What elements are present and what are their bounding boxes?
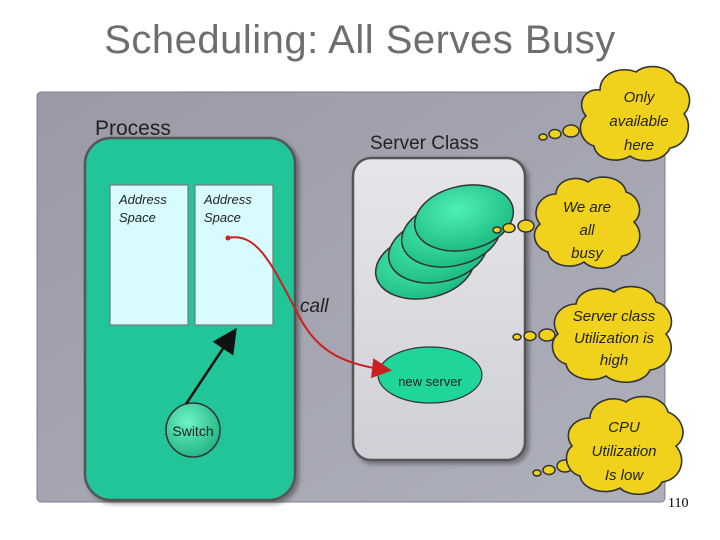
bubble-2-text: We are all busy (536, 196, 638, 265)
bubble-4-line-2: Utilization (591, 443, 657, 460)
switch-node (165, 402, 221, 458)
bubble-2-line-2: all (579, 222, 595, 239)
bubble-1-line-2: available (609, 113, 669, 130)
process-label: Process (95, 117, 171, 140)
bubble-3-line-2: Utilization is (573, 330, 655, 347)
bubble-4-line-1: CPU (608, 419, 640, 436)
address-space-1-label: Address Space (119, 191, 167, 227)
address-space-2 (194, 184, 274, 326)
bubble-4-line-3: Is low (604, 467, 644, 484)
bubble-4-text: CPU Utilization Is low (568, 416, 680, 488)
address-space-2-line-1: Address (204, 192, 252, 207)
bubble-3-line-3: high (599, 352, 629, 369)
new-server-label: new server (398, 374, 462, 389)
address-space-1 (109, 184, 189, 326)
address-space-1-line-1: Address (119, 192, 167, 207)
busy-server-stack (374, 184, 515, 300)
thought-bubble-server-class-utilization (512, 285, 673, 383)
address-space-1-line-2: Space (119, 210, 156, 225)
page-number: 110 (668, 496, 689, 511)
bubble-2-line-3: busy (571, 245, 603, 262)
bubble-1-line-3: here (623, 137, 655, 154)
server-class-label: Server Class (370, 133, 479, 154)
slide-title: Scheduling: All Serves Busy (104, 18, 616, 62)
bubble-2-line-1: We are (562, 199, 612, 216)
switch-arrow (184, 327, 237, 405)
call-label: call (300, 296, 329, 317)
bubble-3-line-1: Server class (572, 308, 656, 325)
address-space-2-line-2: Space (204, 210, 241, 225)
thought-bubble-cpu-utilization (532, 395, 684, 495)
call-arrow (227, 236, 392, 379)
switch-label: Switch (172, 423, 214, 439)
bubble-1-line-1: Only (623, 89, 655, 106)
call-arrow-origin (225, 235, 231, 241)
bubble-1-text: Only available here (586, 86, 692, 158)
thought-bubble-only-available (538, 65, 691, 162)
bubble-3-text: Server class Utilization is high (554, 306, 674, 372)
address-space-2-label: Address Space (204, 191, 252, 227)
thought-bubble-we-are-busy (492, 176, 641, 269)
